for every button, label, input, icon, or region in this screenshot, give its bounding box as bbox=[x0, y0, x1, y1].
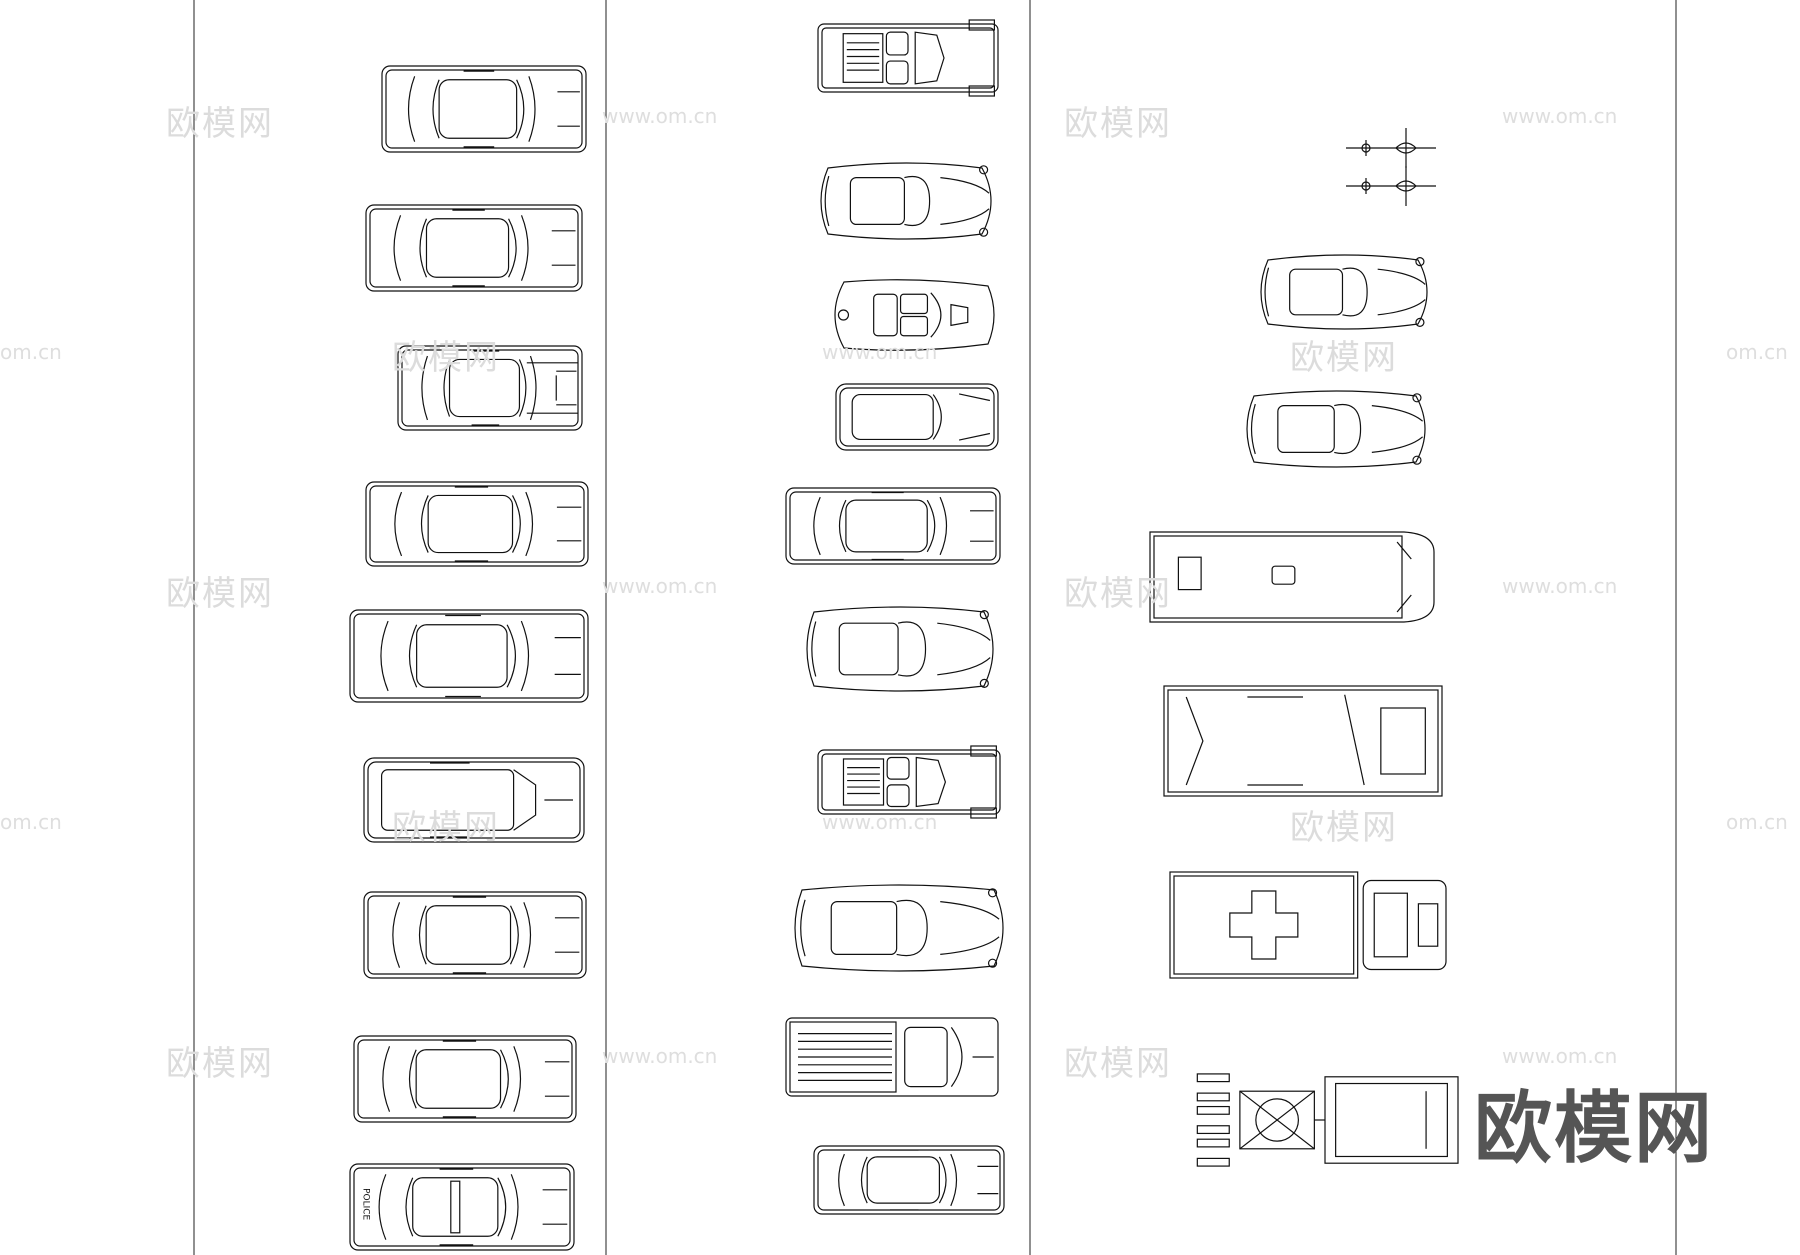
pickup-cab-drawing bbox=[397, 345, 583, 431]
watermark-text: 欧模网 bbox=[1064, 574, 1172, 614]
sedan-drawing bbox=[365, 204, 583, 292]
van-drawing bbox=[1163, 685, 1443, 797]
watermark-url: om.cn bbox=[1726, 810, 1788, 834]
watermark-text: 欧模网 bbox=[166, 1044, 274, 1084]
column-divider-lines bbox=[193, 0, 1677, 1255]
watermark-url: om.cn bbox=[0, 810, 62, 834]
police-label: POLICE bbox=[360, 1188, 370, 1220]
bicycle-drawing bbox=[1346, 166, 1436, 206]
station-wagon-drawing bbox=[363, 757, 585, 843]
bicycle-drawing bbox=[1346, 128, 1436, 168]
brand-logo: 欧模网 bbox=[1474, 1084, 1715, 1174]
tow-truck-drawing bbox=[1196, 1073, 1459, 1167]
sports-car-drawing bbox=[1246, 390, 1426, 468]
pickup-truck-drawing bbox=[785, 1017, 999, 1097]
sedan-drawing bbox=[353, 1035, 577, 1123]
sedan-drawing bbox=[349, 609, 589, 703]
watermark-text: 欧模网 bbox=[1064, 1044, 1172, 1084]
watermark-url: www.om.cn bbox=[1502, 104, 1618, 128]
sedan-drawing bbox=[785, 487, 1001, 565]
watermark-text: 欧模网 bbox=[1064, 104, 1172, 144]
convertible-sports-car-drawing bbox=[817, 745, 1001, 819]
ambulance-drawing bbox=[1169, 871, 1447, 979]
sports-car-drawing bbox=[794, 884, 1004, 972]
police-car-drawing: POLICE bbox=[349, 1163, 575, 1251]
watermark-url: www.om.cn bbox=[602, 1044, 718, 1068]
sedan-drawing bbox=[813, 1145, 1005, 1215]
watermark-url: www.om.cn bbox=[822, 340, 938, 364]
roadster-drawing bbox=[834, 279, 995, 351]
watermark-text: 欧模网 bbox=[392, 808, 500, 848]
watermark-text: 欧模网 bbox=[1290, 338, 1398, 378]
watermark-text: 欧模网 bbox=[166, 104, 274, 144]
sports-car-drawing bbox=[806, 606, 994, 692]
vehicle-blocks: POLICE bbox=[349, 19, 1459, 1251]
watermark-text: 欧模网 bbox=[392, 338, 500, 378]
watermark-url: om.cn bbox=[0, 340, 62, 364]
sedan-drawing bbox=[365, 481, 589, 567]
watermark-text: 欧模网 bbox=[166, 574, 274, 614]
watermark-text: 欧模网 bbox=[1290, 808, 1398, 848]
convertible-sports-car-drawing bbox=[817, 19, 999, 97]
watermark-url: www.om.cn bbox=[1502, 574, 1618, 598]
sedan-drawing bbox=[381, 65, 587, 153]
watermark-url: www.om.cn bbox=[1502, 1044, 1618, 1068]
hatchback-drawing bbox=[835, 383, 999, 451]
bus-drawing bbox=[1149, 531, 1435, 623]
sports-car-drawing bbox=[1260, 254, 1428, 330]
sedan-drawing bbox=[363, 891, 587, 979]
watermark-url: www.om.cn bbox=[602, 574, 718, 598]
watermark-url: www.om.cn bbox=[602, 104, 718, 128]
watermark-url: www.om.cn bbox=[822, 810, 938, 834]
watermark-url: om.cn bbox=[1726, 340, 1788, 364]
sports-car-drawing bbox=[820, 162, 992, 240]
